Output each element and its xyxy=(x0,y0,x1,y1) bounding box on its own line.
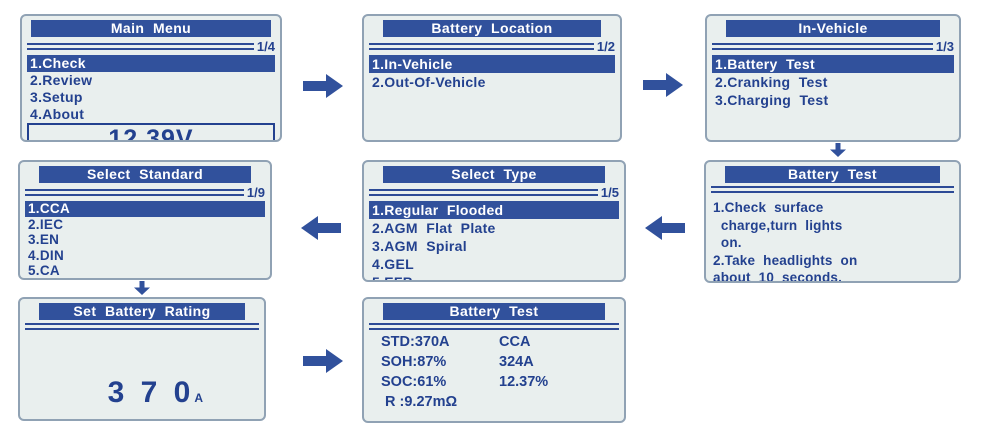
screen-title: Battery Location xyxy=(383,20,601,37)
page-indicator: 1/2 xyxy=(596,39,615,54)
menu-item-about: 4.About xyxy=(30,106,85,122)
instruction-line: 1.Check surface xyxy=(713,200,824,215)
arrow-right-icon xyxy=(303,73,343,99)
menu-item-out-of-vehicle: 2.Out-Of-Vehicle xyxy=(372,74,486,90)
pagination-rule: 1/5 xyxy=(369,186,619,199)
menu-item-en: 3.EN xyxy=(28,232,60,247)
rating-unit: A xyxy=(194,391,204,405)
header-rule xyxy=(711,186,954,193)
menu-item-regular-flooded: 1.Regular Flooded xyxy=(369,201,619,219)
double-rule xyxy=(369,189,598,196)
menu-item-gel: 4.GEL xyxy=(372,256,414,272)
pagination-rule: 1/3 xyxy=(712,40,954,53)
menu-item-check: 1.Check xyxy=(27,55,275,72)
menu-item-review: 2.Review xyxy=(30,72,93,88)
screen-in-vehicle: In-Vehicle 1/3 1.Battery Test 2.Cranking… xyxy=(705,14,961,142)
arrow-left-icon xyxy=(301,215,341,241)
result-row: STD:370A CCA xyxy=(369,332,619,352)
double-rule xyxy=(27,43,254,50)
page-indicator: 1/9 xyxy=(246,185,265,200)
pagination-rule: 1/2 xyxy=(369,40,615,53)
menu-item-charging-test: 3.Charging Test xyxy=(715,92,829,108)
menu-item-battery-test: 1.Battery Test xyxy=(712,55,954,73)
result-std-standard: CCA xyxy=(499,334,531,350)
result-soh: SOH:87% xyxy=(381,354,447,370)
arrow-right-icon xyxy=(303,348,343,374)
screen-select-type: Select Type 1/5 1.Regular Flooded 2.AGM … xyxy=(362,160,626,282)
arrow-right-icon xyxy=(643,72,683,98)
rating-value: 3 7 0 xyxy=(107,376,195,409)
menu-item-bci: 6.BCI xyxy=(25,279,265,281)
arrow-down-icon xyxy=(134,281,150,295)
result-row: R :9.27mΩ xyxy=(369,392,619,412)
page-indicator: 1/3 xyxy=(935,39,954,54)
result-soc-volts: 12.37% xyxy=(499,374,549,390)
page-indicator: 1/5 xyxy=(600,185,619,200)
result-row: SOC:61% 12.37% xyxy=(369,372,619,392)
screen-title: Set Battery Rating xyxy=(39,303,245,320)
result-row: SOH:87% 324A xyxy=(369,352,619,372)
pagination-rule: 1/4 xyxy=(27,40,275,53)
screen-title: Main Menu xyxy=(31,20,271,37)
menu-item-efb: 5.EFB xyxy=(372,274,414,282)
result-soc: SOC:61% xyxy=(381,374,447,390)
screen-title: In-Vehicle xyxy=(726,20,940,37)
screen-battery-location: Battery Location 1/2 1.In-Vehicle 2.Out-… xyxy=(362,14,622,142)
screen-title: Select Standard xyxy=(39,166,251,183)
menu-item-cca: 1.CCA xyxy=(25,201,265,217)
double-rule xyxy=(25,323,259,330)
menu-item-in-vehicle: 1.In-Vehicle xyxy=(369,55,615,73)
arrow-left-icon xyxy=(645,215,685,241)
screen-title: Battery Test xyxy=(725,166,940,183)
screen-set-battery-rating: Set Battery Rating 3 7 0A CCA xyxy=(18,297,266,421)
rating-row: 3 7 0A xyxy=(25,358,259,419)
screen-title: Select Type xyxy=(383,166,605,183)
double-rule xyxy=(369,43,594,50)
screen-select-standard: Select Standard 1/9 1.CCA 2.IEC 3.EN 4.D… xyxy=(18,160,272,280)
instruction-line: about 10 seconds. xyxy=(713,270,843,283)
double-rule xyxy=(711,186,954,193)
screen-battery-test-steps: Battery Test 1.Check surface charge,turn… xyxy=(704,160,961,283)
screen-battery-test-result: Battery Test STD:370A CCA SOH:87% 324A S… xyxy=(362,297,626,423)
voltage-display: 12.39V xyxy=(27,123,275,140)
menu-item-agm-flat-plate: 2.AGM Flat Plate xyxy=(372,220,496,236)
page-indicator: 1/4 xyxy=(256,39,275,54)
result-soh-amps: 324A xyxy=(499,354,534,370)
header-rule xyxy=(369,323,619,330)
screen-title: Battery Test xyxy=(383,303,605,320)
double-rule xyxy=(25,189,244,196)
header-rule xyxy=(25,323,259,330)
menu-item-ca: 5.CA xyxy=(28,263,60,278)
menu-item-setup: 3.Setup xyxy=(30,89,83,105)
double-rule xyxy=(369,323,619,330)
screen-main-menu: Main Menu 1/4 1.Check 2.Review 3.Setup 4… xyxy=(20,14,282,142)
double-rule xyxy=(712,43,933,50)
result-std: STD:370A xyxy=(381,334,450,350)
arrow-down-icon xyxy=(830,143,846,157)
menu-item-cranking-test: 2.Cranking Test xyxy=(715,74,828,90)
instruction-line: 2.Take headlights on xyxy=(713,252,858,268)
menu-item-din: 4.DIN xyxy=(28,247,65,263)
instruction-line: charge,turn lights xyxy=(713,217,843,233)
result-resistance: R :9.27mΩ xyxy=(381,394,458,410)
menu-item-iec: 2.IEC xyxy=(28,216,64,232)
instruction-line: on. xyxy=(713,235,742,250)
pagination-rule: 1/9 xyxy=(25,186,265,199)
menu-item-agm-spiral: 3.AGM Spiral xyxy=(372,238,467,254)
